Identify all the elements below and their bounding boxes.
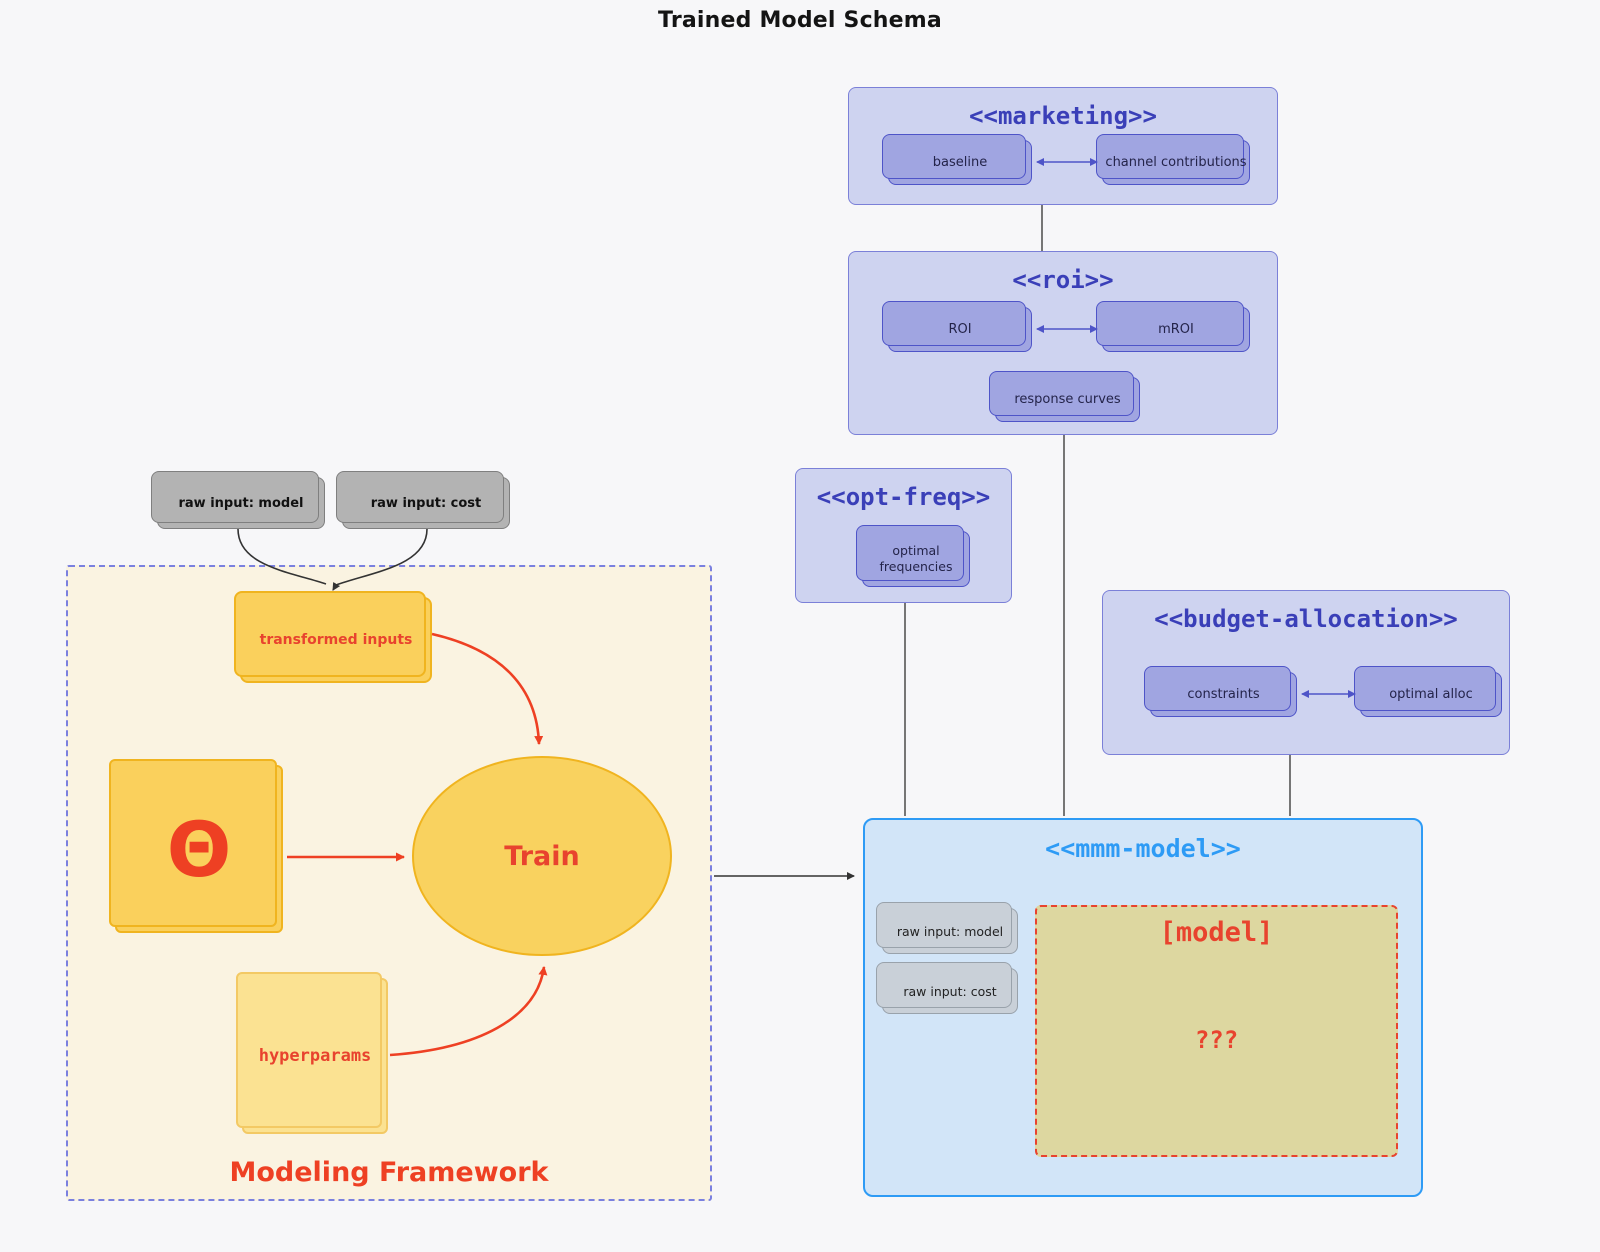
group-modeling-framework-label: Modeling Framework [229,1157,549,1188]
node-channel-contributions-label: channel contributions [1105,155,1247,170]
node-optimal-frequencies-label: optimal frequencies [879,542,953,574]
node-theta-glyph: Θ [166,804,232,894]
node-optimal-alloc: optimal alloc [1354,666,1502,717]
node-transformed-inputs-label: transformed inputs [259,632,413,648]
node-roi-label: ROI [948,322,972,337]
node-model-label: [model] [1159,917,1274,948]
node-optimal-alloc-label: optimal alloc [1389,687,1473,702]
node-constraints-label: constraints [1187,687,1260,702]
node-mmm-raw-input-model: raw input: model [876,902,1018,954]
node-roi: ROI [882,301,1032,352]
node-theta: Θ [109,759,283,933]
group-opt-freq-title: <<opt-freq>> [816,483,991,511]
node-model-placeholder: [model] ??? [1035,905,1398,1157]
group-roi-title: <<roi>> [1012,266,1114,294]
node-mroi-label: mROI [1158,322,1194,337]
node-baseline-label: baseline [932,155,988,170]
group-marketing-title: <<marketing>> [969,102,1157,130]
node-raw-input-model: raw input: model [151,471,325,529]
node-constraints: constraints [1144,666,1297,717]
node-raw-input-cost: raw input: cost [336,471,510,529]
group-mmm-model-title: <<mmm-model>> [1045,834,1241,863]
group-budget-allocation-title: <<budget-allocation>> [1154,605,1458,633]
node-mroi: mROI [1096,301,1250,352]
node-response-curves: response curves [989,371,1140,422]
node-hyperparams-label: hyperparams [258,1046,372,1066]
node-train-ellipse: Train [412,756,672,956]
node-train-label: Train [504,840,580,872]
node-mmm-raw-input-cost-label: raw input: cost [903,983,997,999]
node-model-unknown: ??? [1194,1026,1239,1054]
node-baseline: baseline [882,134,1032,185]
node-response-curves-label: response curves [1014,392,1121,407]
node-hyperparams: hyperparams [236,972,388,1134]
node-mmm-raw-input-model-label: raw input: model [896,923,1004,939]
node-optimal-frequencies: optimal frequencies [856,525,970,587]
node-channel-contributions: channel contributions [1096,134,1250,185]
node-raw-input-cost-label: raw input: cost [370,495,482,511]
node-transformed-inputs: transformed inputs [234,591,432,683]
diagram-title: Trained Model Schema [658,8,942,33]
node-mmm-raw-input-cost: raw input: cost [876,962,1018,1014]
node-raw-input-model-label: raw input: model [178,495,304,511]
